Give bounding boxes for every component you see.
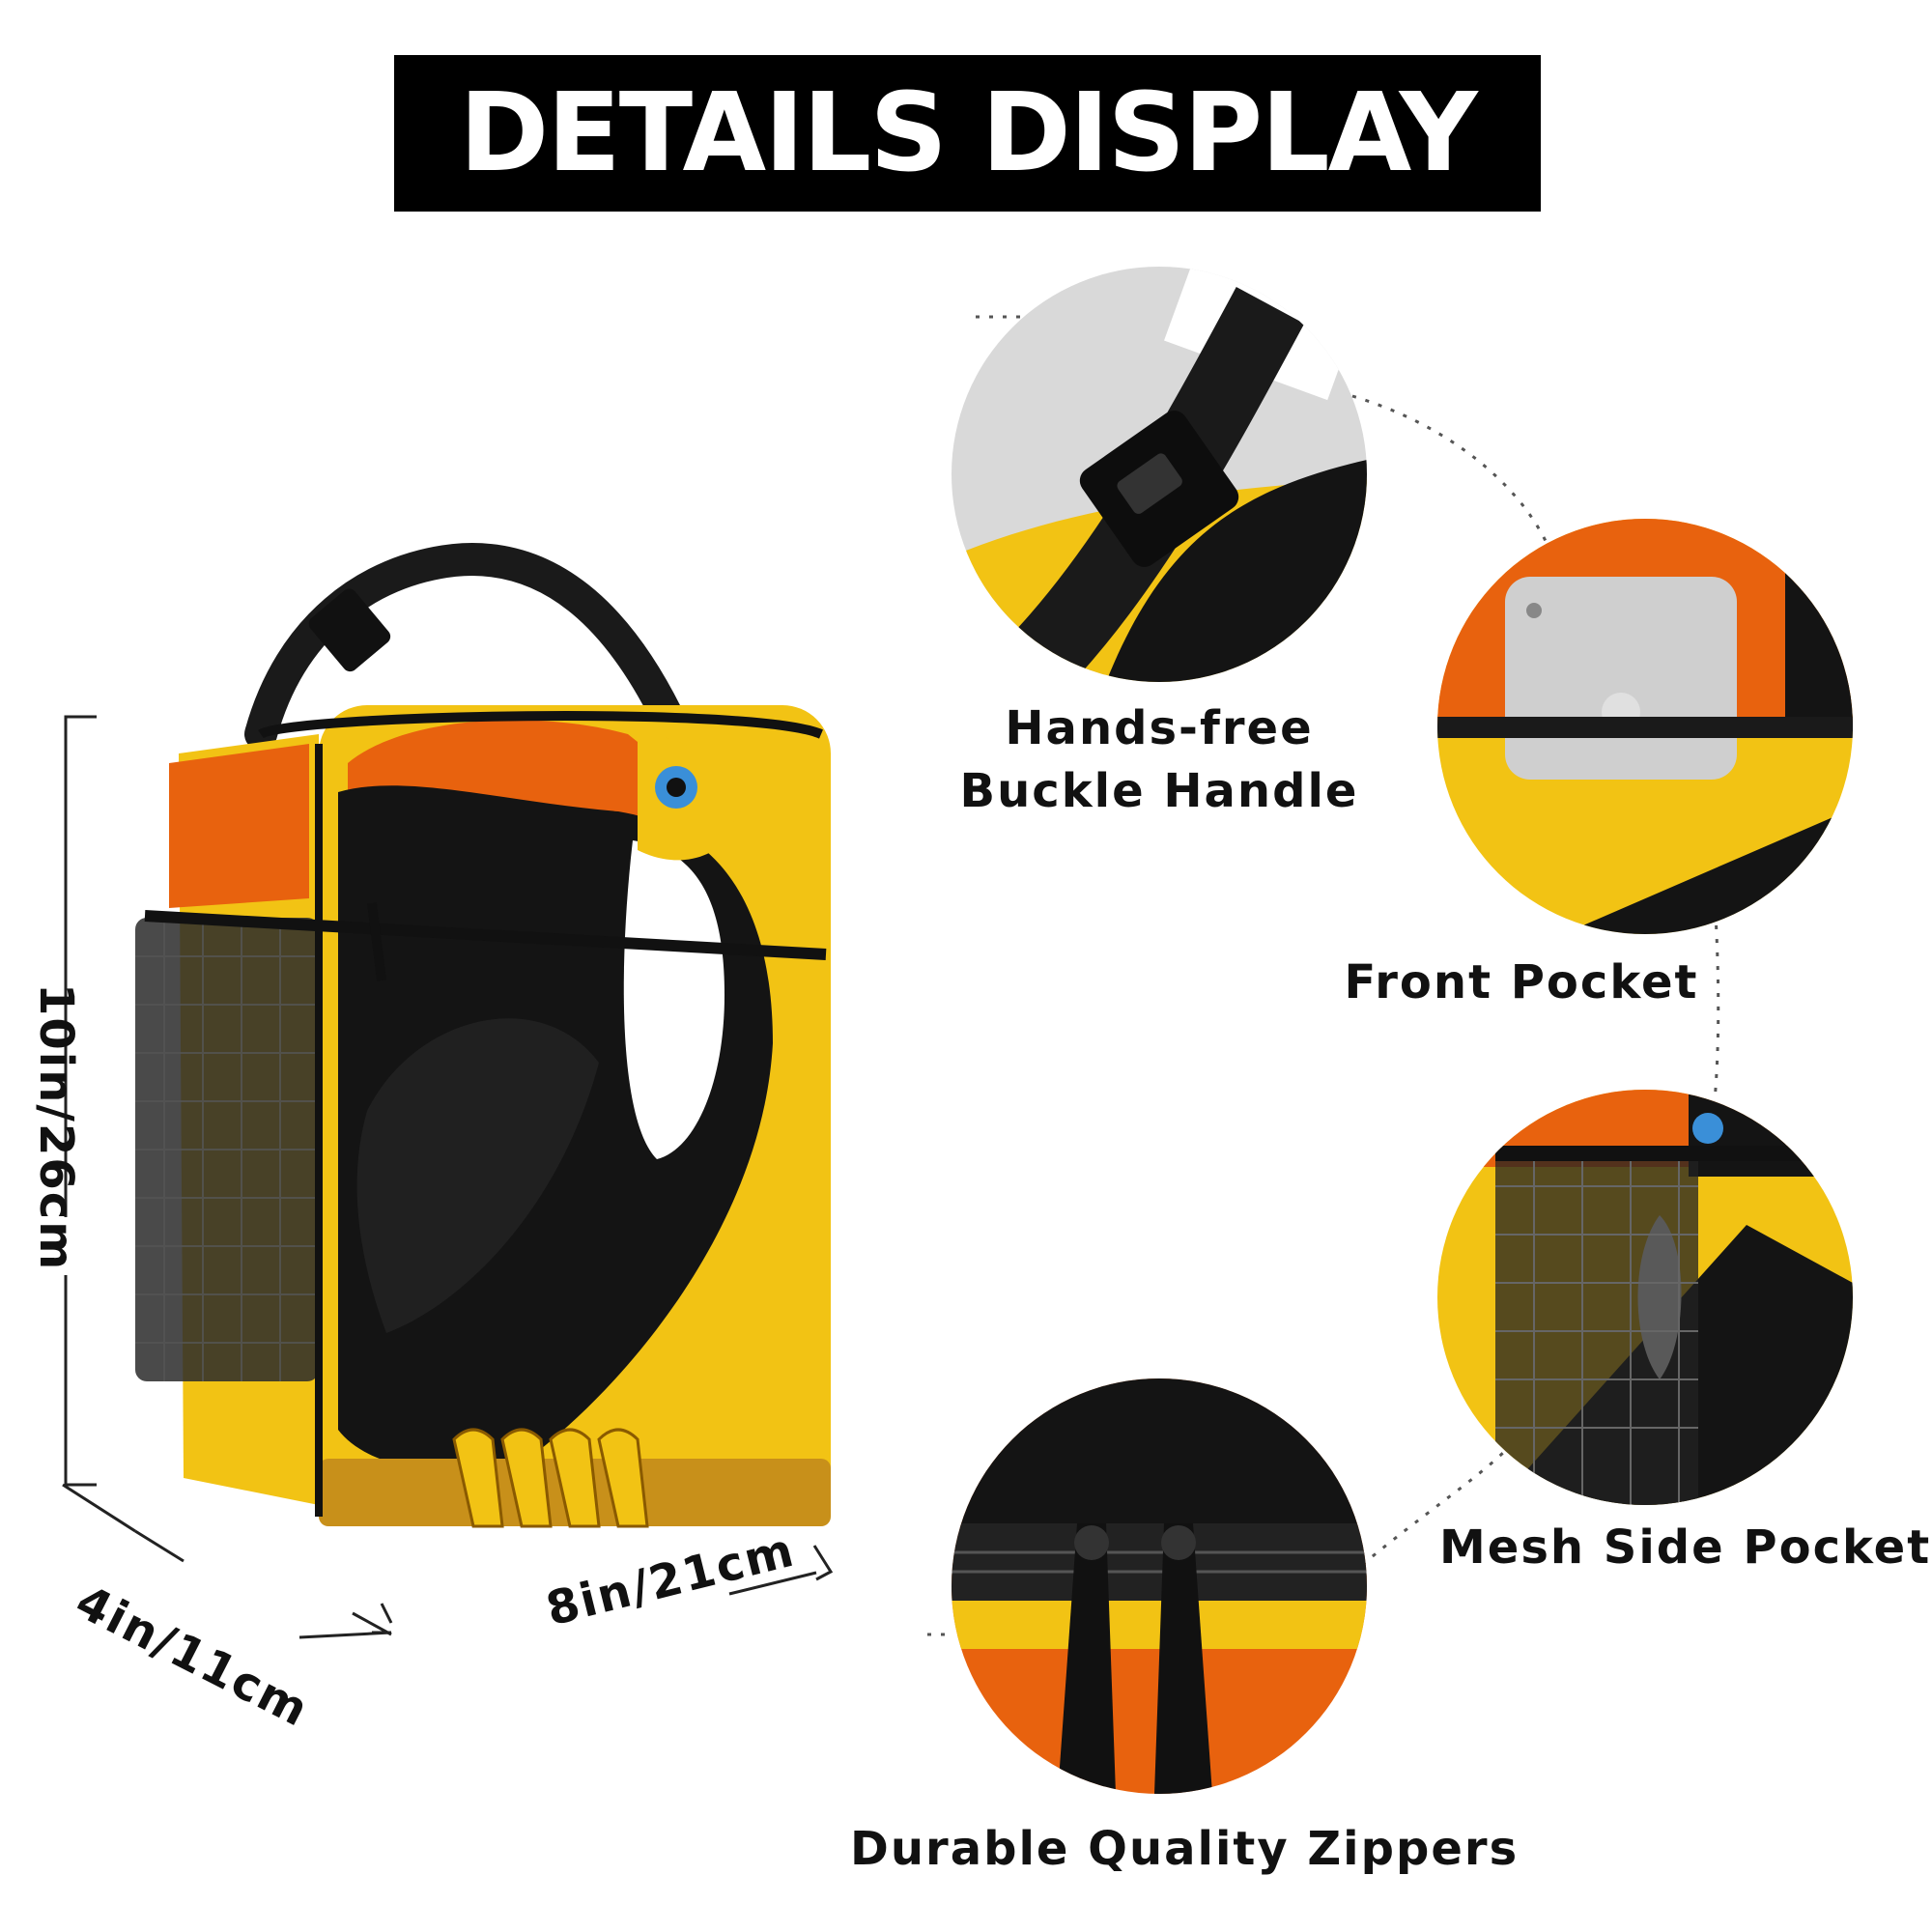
handle-strap	[244, 543, 683, 751]
title-banner: DETAILS DISPLAY	[394, 55, 1541, 212]
feature-label-mesh-pocket: Mesh Side Pocket	[1439, 1520, 1932, 1575]
dimension-height: 10in/26cm	[29, 983, 83, 1272]
detail-circle-front-pocket	[1437, 519, 1853, 934]
pocket-zipper	[1437, 717, 1853, 738]
top-zipper-seam	[258, 711, 823, 739]
zipper-pull-left	[1058, 1523, 1116, 1794]
detail-circle-zippers	[952, 1378, 1367, 1794]
detail-circle-buckle	[952, 267, 1367, 682]
zipper-track	[952, 1523, 1367, 1601]
toucan-throat	[623, 840, 724, 1159]
toucan-feet	[452, 1428, 649, 1528]
front-pocket-zipper	[144, 910, 827, 960]
feature-label-buckle: Hands-free Buckle Handle	[956, 697, 1362, 823]
mesh-panel	[1495, 1148, 1698, 1505]
feature-label-zippers: Durable Quality Zippers	[850, 1822, 1520, 1876]
dashed-connectors	[927, 315, 1720, 1636]
eye	[1692, 1113, 1723, 1144]
handle-buckle	[308, 588, 391, 672]
feature-label-buckle-line2: Buckle Handle	[959, 763, 1359, 818]
feature-label-front-pocket: Front Pocket	[1344, 955, 1699, 1009]
page-title: DETAILS DISPLAY	[459, 71, 1477, 196]
dimension-lines	[62, 715, 834, 1639]
zipper-pull-right	[1154, 1523, 1212, 1794]
feature-label-buckle-line1: Hands-free	[1005, 701, 1314, 755]
detail-circle-mesh-pocket	[1437, 1090, 1853, 1505]
